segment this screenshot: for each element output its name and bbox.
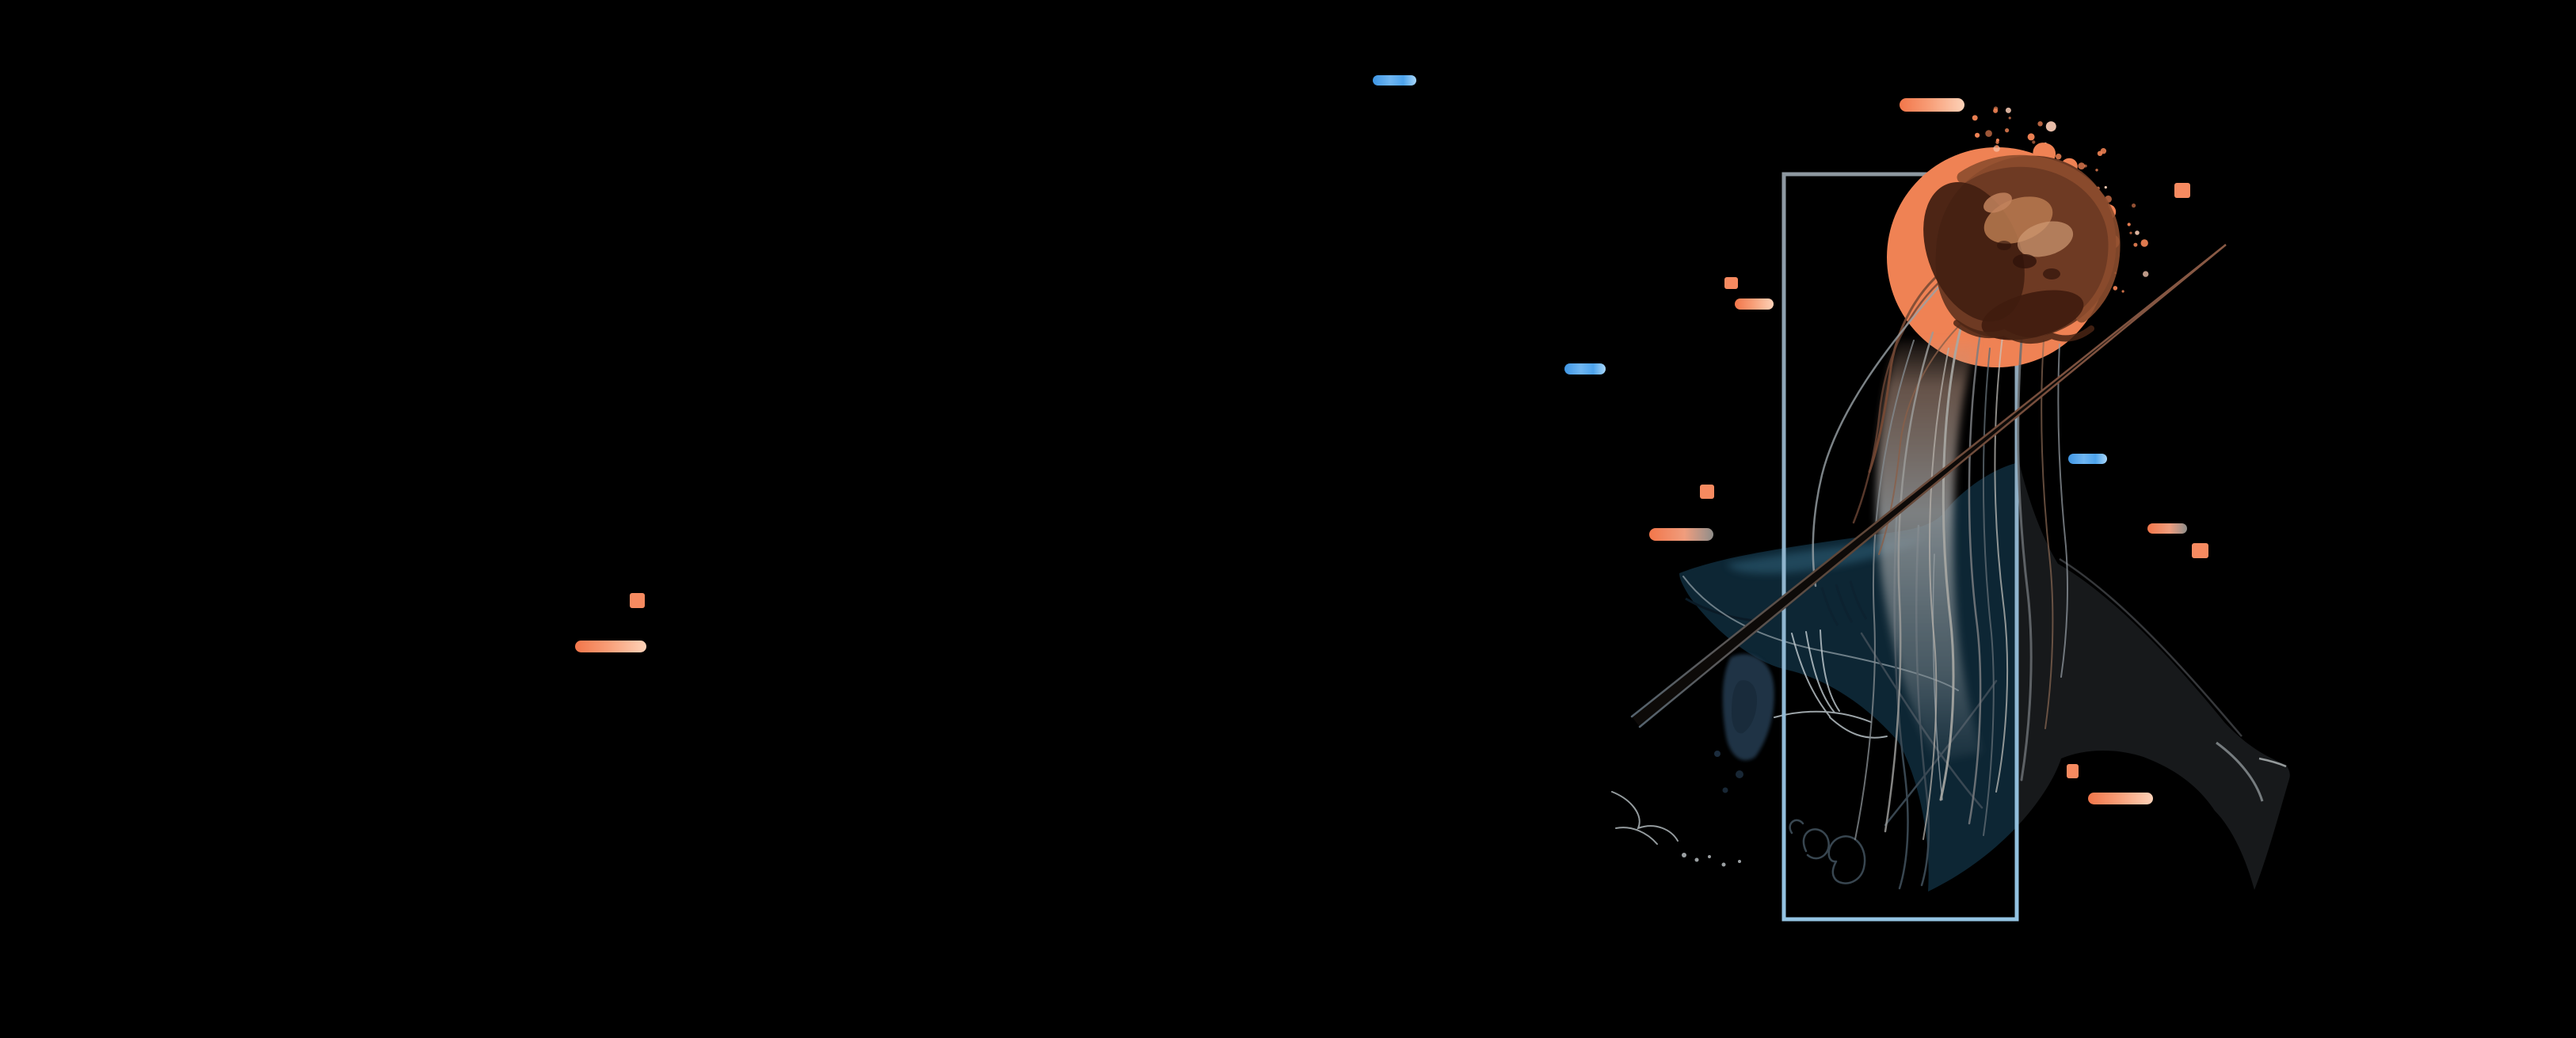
paint-mark-square — [2067, 764, 2079, 778]
paint-mark-pill — [1649, 528, 1713, 541]
paint-mark-square — [2174, 183, 2190, 198]
tentacle-strands — [1854, 327, 2068, 840]
shark-body-grey — [2017, 462, 2290, 890]
paint-mark-square — [2192, 543, 2208, 558]
shark-mouth-line — [1685, 597, 1755, 622]
shark-gill-slits — [1820, 580, 1868, 626]
navy-paint-blob — [1714, 653, 1774, 793]
paint-mark-pill — [2088, 793, 2153, 804]
paint-mark-pill — [1900, 98, 1964, 112]
shark-back-sheen — [1727, 537, 1925, 574]
jellyfish-bell — [1923, 154, 2121, 344]
shark-fin-highlight — [2258, 757, 2287, 768]
shark-rim-light — [2059, 557, 2243, 737]
shark-tail-highlight — [2216, 741, 2264, 802]
jellyfish-illustration — [1812, 106, 2149, 840]
paint-mark-pill — [575, 641, 646, 652]
paint-mark-square — [1700, 485, 1714, 499]
paint-mark-square — [630, 593, 645, 608]
paint-mark-pill — [1564, 363, 1606, 375]
paint-mark-pill — [2147, 523, 2187, 534]
needle-line — [1630, 244, 2227, 728]
frame-rectangle — [1781, 172, 2019, 922]
paint-marks — [575, 75, 2208, 804]
paint-mark-square — [1724, 277, 1738, 289]
paint-mark-pill — [1735, 298, 1774, 310]
paint-mark-pill — [1373, 75, 1416, 86]
paint-mark-pill — [2068, 454, 2107, 464]
